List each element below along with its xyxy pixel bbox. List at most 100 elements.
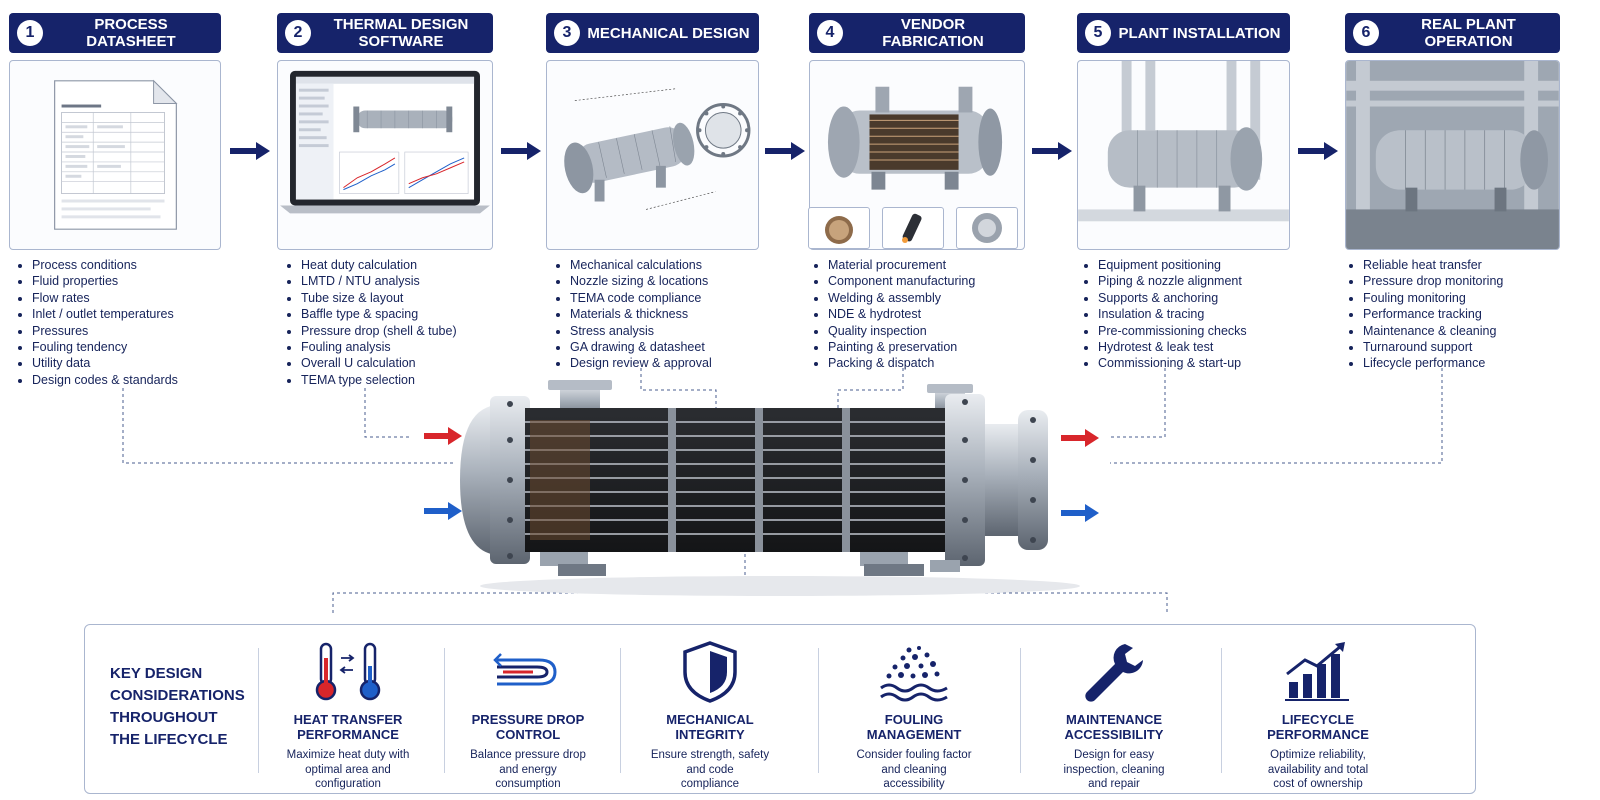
shell-and-tube-heat-exchanger xyxy=(460,380,1080,596)
flow-arrow-3-4 xyxy=(765,142,805,160)
consideration-title: MECHANICAL INTEGRITY xyxy=(666,712,754,742)
consideration-lifecycle: LIFECYCLE PERFORMANCE Optimize reliabili… xyxy=(1228,640,1408,792)
list-item: Lifecycle performance xyxy=(1363,355,1503,371)
consideration-title: LIFECYCLE PERFORMANCE xyxy=(1267,712,1369,742)
list-item: Insulation & tracing xyxy=(1098,306,1247,322)
stage-1-title: PROCESS DATASHEET xyxy=(86,16,176,50)
stage-2-list: Heat duty calculationLMTD / NTU analysis… xyxy=(281,257,457,388)
consideration-title: FOULING MANAGEMENT xyxy=(866,712,962,742)
cold-inlet-arrow xyxy=(424,502,462,520)
stage-6-number: 6 xyxy=(1353,20,1379,46)
stage-1-header: 1 PROCESS DATASHEET xyxy=(9,13,221,53)
consideration-desc: Maximize heat duty with optimal area and… xyxy=(286,749,410,790)
stage-1-number: 1 xyxy=(17,20,43,46)
list-item: Fluid properties xyxy=(32,273,178,289)
flow-arrow-4-5 xyxy=(1032,142,1072,160)
key-design-panel xyxy=(84,624,1476,794)
consideration-title: PRESSURE DROP CONTROL xyxy=(471,712,585,742)
flow-arrow-1-2 xyxy=(230,142,270,160)
flow-arrow-5-6 xyxy=(1298,142,1338,160)
stage-6-title: REAL PLANT OPERATION xyxy=(1421,16,1516,50)
list-item: Inlet / outlet temperatures xyxy=(32,306,178,322)
stage-1-list: Process conditionsFluid propertiesFlow r… xyxy=(12,257,178,388)
list-item: Component manufacturing xyxy=(828,273,975,289)
shield-icon xyxy=(683,641,737,703)
stage-5-list: Equipment positioningPiping & nozzle ali… xyxy=(1078,257,1247,372)
cold-outlet-arrow xyxy=(1061,504,1099,522)
list-item: NDE & hydrotest xyxy=(828,306,975,322)
thermometer-icon xyxy=(315,642,381,701)
consideration-title: HEAT TRANSFER PERFORMANCE xyxy=(293,712,403,742)
divider xyxy=(258,648,259,773)
stage-4-list: Material procurementComponent manufactur… xyxy=(808,257,975,372)
list-item: Pre-commissioning checks xyxy=(1098,323,1247,339)
list-item: Materials & thickness xyxy=(570,306,712,322)
list-item: Design review & approval xyxy=(570,355,712,371)
stage-4-number: 4 xyxy=(817,20,843,46)
stage-5-title: PLANT INSTALLATION xyxy=(1118,24,1281,42)
divider xyxy=(444,648,445,773)
consideration-pressure-drop: PRESSURE DROP CONTROL Balance pressure d… xyxy=(438,640,618,792)
stage-6-list: Reliable heat transferPressure drop moni… xyxy=(1343,257,1503,372)
list-item: Hydrotest & leak test xyxy=(1098,339,1247,355)
list-item: TEMA type selection xyxy=(301,372,457,388)
list-item: Maintenance & cleaning xyxy=(1363,323,1503,339)
hot-outlet-arrow xyxy=(1061,429,1099,447)
list-item: Welding & assembly xyxy=(828,290,975,306)
list-item: Material procurement xyxy=(828,257,975,273)
consideration-maintenance: MAINTENANCE ACCESSIBILITY Design for eas… xyxy=(1024,640,1204,792)
list-item: Baffle type & spacing xyxy=(301,306,457,322)
stage-5-header: 5 PLANT INSTALLATION xyxy=(1077,13,1290,53)
consideration-desc: Consider fouling factor and cleaning acc… xyxy=(856,749,972,790)
consideration-title: MAINTENANCE ACCESSIBILITY xyxy=(1064,712,1164,742)
growth-chart-icon xyxy=(1285,642,1349,701)
stage-4-title: VENDOR FABRICATION xyxy=(882,16,984,50)
consideration-desc: Ensure strength, safety and code complia… xyxy=(650,749,770,790)
list-item: Supports & anchoring xyxy=(1098,290,1247,306)
list-item: Utility data xyxy=(32,355,178,371)
list-item: Commissioning & start-up xyxy=(1098,355,1247,371)
key-design-title: KEY DESIGN CONSIDERATIONS THROUGHOUT THE… xyxy=(110,665,245,748)
fabrication-welding-thumb xyxy=(882,207,944,249)
list-item: Stress analysis xyxy=(570,323,712,339)
hot-inlet-arrow xyxy=(424,427,462,445)
divider xyxy=(1221,648,1222,773)
consideration-heat-transfer: HEAT TRANSFER PERFORMANCE Maximize heat … xyxy=(258,640,438,792)
list-item: Painting & preservation xyxy=(828,339,975,355)
stage-4-header: 4 VENDOR FABRICATION xyxy=(809,13,1025,53)
fouling-icon xyxy=(880,646,948,702)
stage-5-number: 5 xyxy=(1085,20,1111,46)
stage-2-number: 2 xyxy=(285,20,311,46)
stage-2-title: THERMAL DESIGN SOFTWARE xyxy=(333,16,469,50)
stage-1-image xyxy=(9,60,221,250)
list-item: Packing & dispatch xyxy=(828,355,975,371)
list-item: Piping & nozzle alignment xyxy=(1098,273,1247,289)
list-item: Equipment positioning xyxy=(1098,257,1247,273)
list-item: Nozzle sizing & locations xyxy=(570,273,712,289)
consideration-fouling: FOULING MANAGEMENT Consider fouling fact… xyxy=(824,640,1004,792)
list-item: Flow rates xyxy=(32,290,178,306)
list-item: Fouling monitoring xyxy=(1363,290,1503,306)
stage-3-image xyxy=(546,60,759,250)
stage-3-number: 3 xyxy=(554,20,580,46)
list-item: Heat duty calculation xyxy=(301,257,457,273)
list-item: Overall U calculation xyxy=(301,355,457,371)
consideration-desc: Optimize reliability, availability and t… xyxy=(1267,749,1369,790)
stage-3-header: 3 MECHANICAL DESIGN xyxy=(546,13,759,53)
list-item: Tube size & layout xyxy=(301,290,457,306)
list-item: Fouling tendency xyxy=(32,339,178,355)
list-item: Quality inspection xyxy=(828,323,975,339)
divider xyxy=(818,648,819,773)
list-item: Reliable heat transfer xyxy=(1363,257,1503,273)
list-item: Turnaround support xyxy=(1363,339,1503,355)
list-item: Process conditions xyxy=(32,257,178,273)
list-item: Pressures xyxy=(32,323,178,339)
list-item: Mechanical calculations xyxy=(570,257,712,273)
flow-arrow-2-3 xyxy=(501,142,541,160)
stage-3-list: Mechanical calculationsNozzle sizing & l… xyxy=(550,257,712,372)
consideration-desc: Design for easy inspection, cleaning and… xyxy=(1063,749,1165,790)
divider xyxy=(620,648,621,773)
stage-6-header: 6 REAL PLANT OPERATION xyxy=(1345,13,1560,53)
stage-3-title: MECHANICAL DESIGN xyxy=(587,24,750,42)
list-item: Performance tracking xyxy=(1363,306,1503,322)
